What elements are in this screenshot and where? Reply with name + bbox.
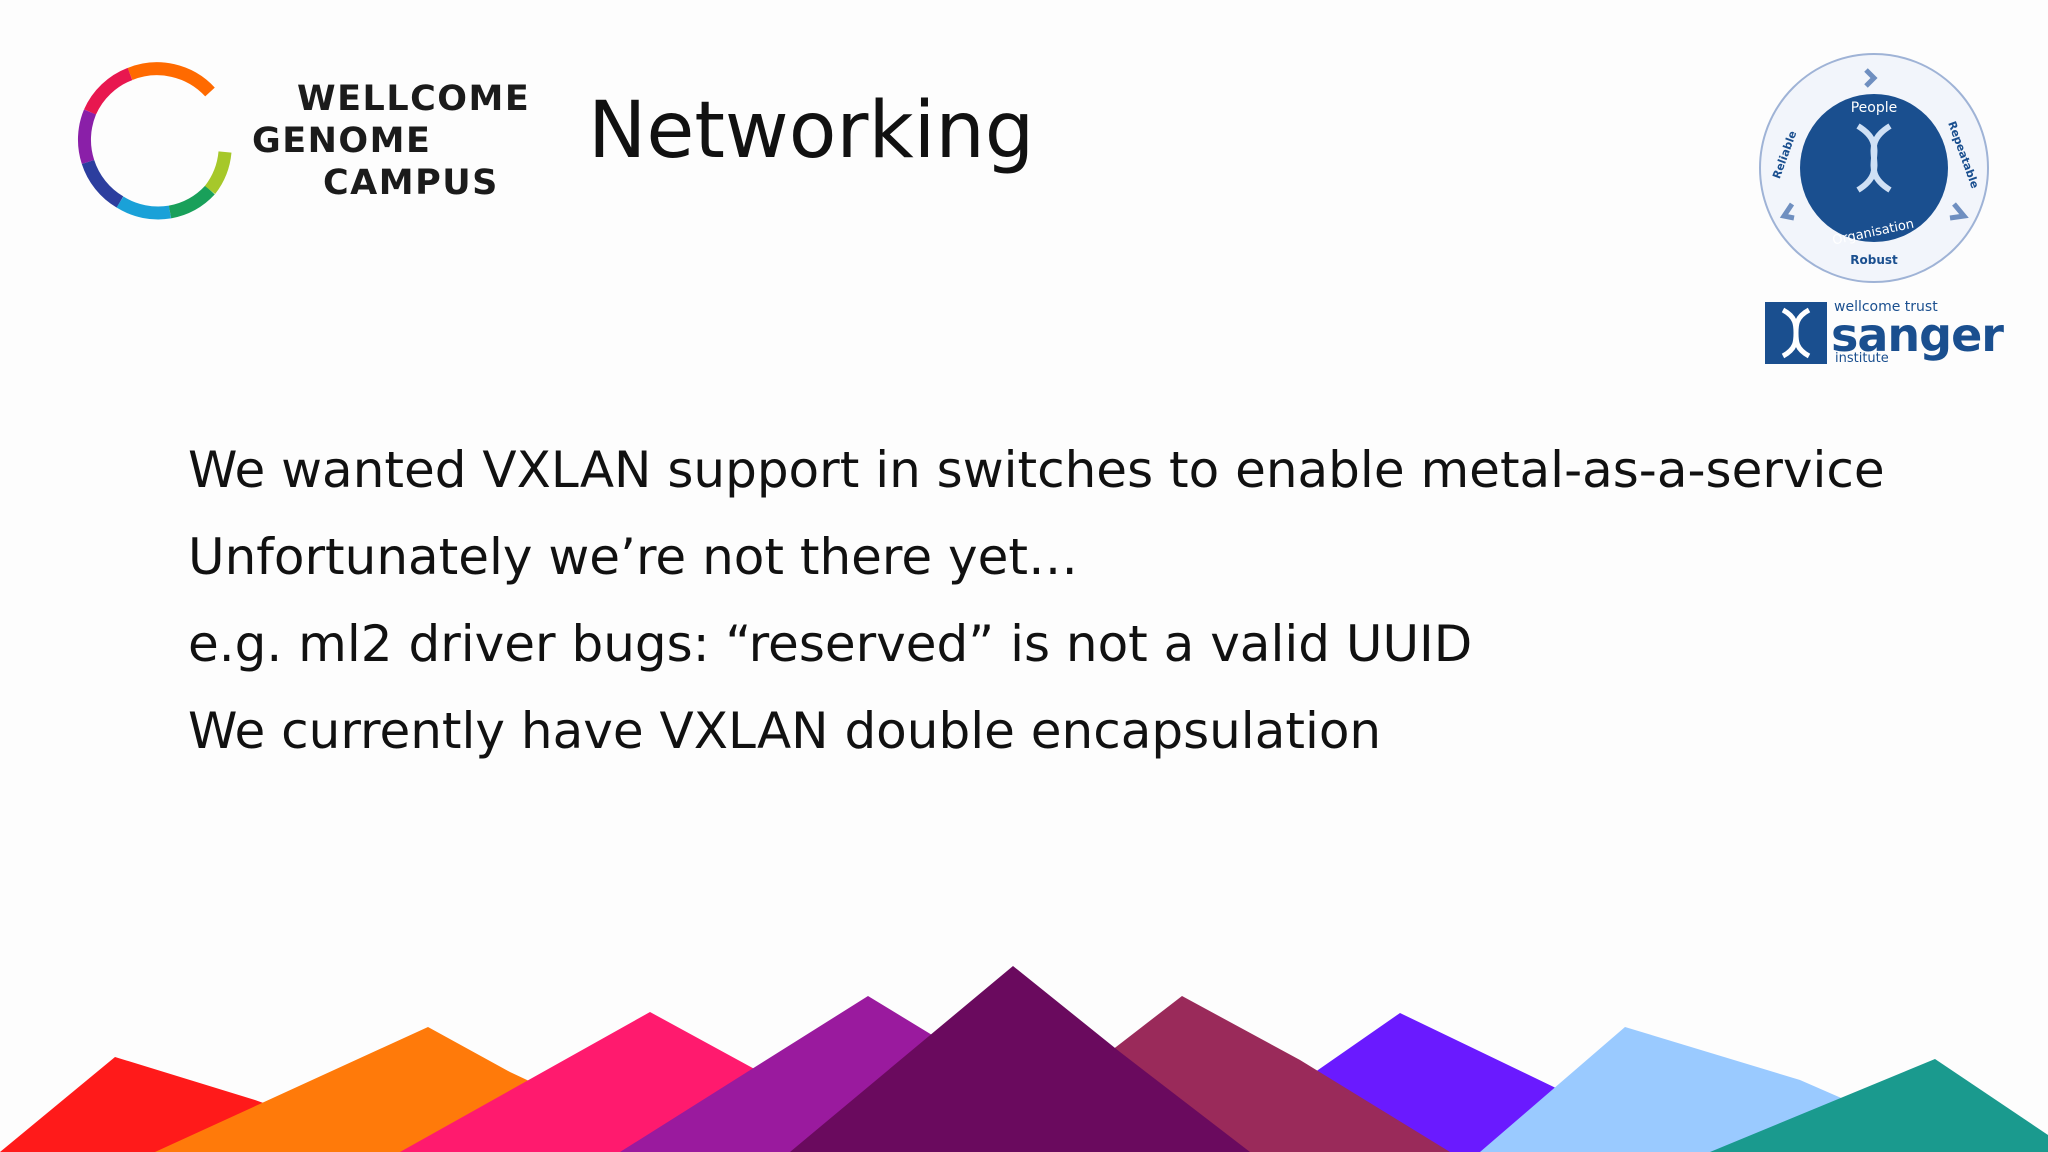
campus-ring-icon	[78, 62, 232, 220]
badge-people: People	[1851, 100, 1898, 116]
campus-logo-line1: WELLCOME	[297, 79, 531, 119]
campus-logo-line2: GENOME	[252, 121, 432, 161]
sanger-trust-text: wellcome trust	[1834, 299, 1938, 315]
bullet-item: e.g. ml2 driver bugs: “reserved” is not …	[188, 615, 1473, 673]
slide-title: Networking	[588, 86, 1035, 176]
bullet-item: Unfortunately we’re not there yet…	[188, 528, 1078, 586]
sanger-institute-logos: People Organisation Robust Reliable Repe…	[1750, 48, 2004, 378]
sanger-name-text: sanger	[1831, 308, 2004, 362]
campus-logo-line3: CAMPUS	[323, 163, 499, 203]
mountain-teal	[1710, 1059, 2048, 1152]
badge-robust: Robust	[1850, 253, 1898, 267]
bullet-list: We wanted VXLAN support in switches to e…	[188, 436, 1988, 784]
bullet-item: We currently have VXLAN double encapsula…	[188, 702, 1382, 760]
sanger-institute-text: institute	[1835, 351, 1889, 366]
mountain-banner	[0, 966, 2048, 1152]
mountain-purple	[790, 966, 1250, 1152]
bullet-item: We wanted VXLAN support in switches to e…	[188, 441, 1885, 499]
dna-icon	[1765, 302, 1827, 364]
wellcome-genome-campus-logo: WELLCOME GENOME CAMPUS	[70, 52, 550, 242]
sanger-logo: wellcome trust sanger institute	[1765, 299, 2004, 370]
values-badge-icon: People Organisation Robust Reliable Repe…	[1759, 53, 1989, 283]
